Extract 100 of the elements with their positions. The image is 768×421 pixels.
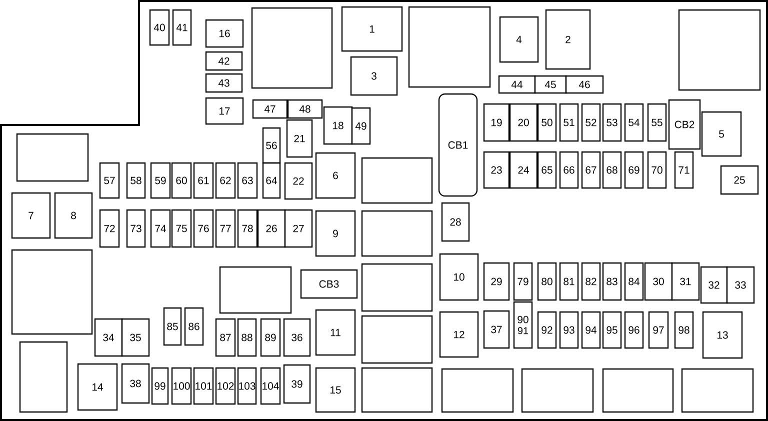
fuse-slot: 85 bbox=[163, 307, 182, 346]
fuse-slot: 32 bbox=[700, 266, 728, 304]
fuse-slot: 24 bbox=[509, 151, 538, 189]
fuse-slot: 88 bbox=[237, 318, 257, 357]
fuse-slot: 4 bbox=[499, 16, 539, 63]
fuse-slot: 53 bbox=[602, 103, 622, 142]
fuse-slot: 27 bbox=[284, 209, 313, 248]
fuse-slot: 94 bbox=[581, 311, 601, 349]
empty-slot bbox=[681, 368, 754, 413]
fuse-slot: 100 bbox=[171, 367, 192, 405]
fuse-slot: 33 bbox=[726, 266, 755, 304]
fuse-slot: 102 bbox=[215, 367, 236, 405]
fuse-slot: 64 bbox=[262, 162, 281, 199]
fuse-slot: 3 bbox=[350, 56, 398, 96]
fuse-slot: 51 bbox=[559, 103, 579, 142]
empty-slot bbox=[408, 6, 491, 88]
fuse-slot: 16 bbox=[205, 19, 244, 48]
empty-slot bbox=[361, 157, 433, 204]
fuse-slot: 42 bbox=[205, 51, 243, 71]
fuse-slot: 79 bbox=[513, 262, 533, 301]
empty-slot bbox=[521, 368, 594, 413]
fuse-slot: 38 bbox=[121, 363, 150, 404]
fuse-slot: 6 bbox=[315, 152, 356, 199]
fuse-slot: 56 bbox=[262, 127, 281, 164]
fuse-slot: 97 bbox=[648, 311, 669, 349]
fuse-slot: 54 bbox=[624, 103, 644, 142]
fuse-slot: CB1 bbox=[438, 93, 478, 197]
fuse-slot: 35 bbox=[121, 318, 150, 357]
fuse-slot: 45 bbox=[534, 75, 567, 94]
fuse-slot: 39 bbox=[283, 364, 311, 404]
fuse-slot: 71 bbox=[674, 151, 694, 189]
fuse-slot: 52 bbox=[581, 103, 601, 142]
fuse-slot: 81 bbox=[559, 262, 579, 301]
empty-slot bbox=[602, 368, 674, 413]
fuse-slot: 5 bbox=[701, 111, 742, 157]
fuse-slot: 103 bbox=[237, 367, 257, 405]
fuse-slot: 1 bbox=[341, 6, 403, 52]
fuse-slot: 55 bbox=[647, 103, 667, 142]
fuse-slot: 10 bbox=[439, 253, 479, 301]
fuse-slot: 43 bbox=[205, 73, 243, 93]
fuse-slot: 75 bbox=[171, 209, 192, 248]
fuse-slot: 49 bbox=[351, 107, 371, 145]
fuse-slot: 41 bbox=[172, 9, 192, 46]
fuse-slot: 11 bbox=[315, 309, 356, 356]
fuse-slot: 44 bbox=[498, 75, 536, 94]
fuse-slot: 59 bbox=[150, 162, 171, 199]
fuse-slot: 78 bbox=[237, 209, 258, 248]
fuse-slot: 84 bbox=[624, 262, 644, 301]
fuse-slot: 46 bbox=[565, 75, 604, 94]
empty-slot bbox=[361, 210, 433, 257]
fuse-slot: 12 bbox=[439, 311, 479, 358]
fuse-slot: 7 bbox=[11, 192, 51, 239]
fuse-slot: 95 bbox=[602, 311, 622, 349]
fuse-slot: 22 bbox=[284, 162, 313, 200]
empty-slot bbox=[16, 133, 89, 182]
fuse-slot: 101 bbox=[193, 367, 214, 405]
fuse-slot: 58 bbox=[126, 162, 146, 199]
fuse-slot: 48 bbox=[287, 99, 323, 119]
fuse-slot: 87 bbox=[215, 318, 236, 357]
fuse-slot: 31 bbox=[671, 262, 700, 301]
fuse-slot: 66 bbox=[559, 151, 579, 189]
empty-slot bbox=[361, 315, 433, 364]
fuse-slot: 25 bbox=[720, 165, 759, 195]
fuse-slot: 18 bbox=[323, 106, 353, 145]
fuse-slot: 15 bbox=[315, 367, 356, 413]
empty-slot bbox=[19, 341, 68, 413]
fuse-slot: 62 bbox=[215, 162, 236, 199]
fuse-slot: 72 bbox=[99, 209, 120, 248]
fuse-slot: 82 bbox=[581, 262, 601, 301]
fuse-slot: 36 bbox=[283, 318, 311, 357]
fuse-slot: 98 bbox=[674, 311, 694, 349]
fuse-slot: 19 bbox=[483, 103, 510, 142]
fuse-slot: 80 bbox=[537, 262, 557, 301]
fuse-slot: 76 bbox=[193, 209, 214, 248]
fuse-slot: 29 bbox=[483, 262, 510, 301]
fuse-slot: 99 bbox=[151, 367, 169, 405]
fuse-slot: 21 bbox=[286, 119, 313, 158]
empty-slot bbox=[361, 263, 433, 312]
fuse-slot: 8 bbox=[54, 192, 93, 239]
fuse-slot: 93 bbox=[559, 311, 579, 349]
fuse-slot: 40 bbox=[149, 9, 170, 46]
fuse-slot: 17 bbox=[205, 97, 244, 125]
fuse-slot: 57 bbox=[99, 162, 120, 199]
empty-slot bbox=[678, 9, 761, 91]
fuse-slot: 23 bbox=[483, 151, 510, 189]
fuse-slot: 89 bbox=[260, 318, 281, 357]
fuse-slot: 61 bbox=[193, 162, 214, 199]
fuse-slot: 63 bbox=[237, 162, 258, 199]
fuse-slot: 13 bbox=[702, 311, 743, 359]
fuse-slot: 30 bbox=[644, 262, 673, 301]
fuse-slot: 9 bbox=[315, 210, 356, 257]
empty-slot bbox=[441, 368, 514, 413]
fuse-slot: 34 bbox=[94, 318, 123, 357]
fuse-slot: 96 bbox=[624, 311, 644, 349]
fuse-slot: 77 bbox=[215, 209, 236, 248]
fuse-slot: 26 bbox=[257, 209, 286, 248]
fuse-slot: 2 bbox=[545, 9, 591, 70]
fuse-slot: 90 91 bbox=[513, 301, 533, 349]
fuse-slot: 92 bbox=[537, 311, 557, 349]
fuse-slot: 68 bbox=[602, 151, 622, 189]
